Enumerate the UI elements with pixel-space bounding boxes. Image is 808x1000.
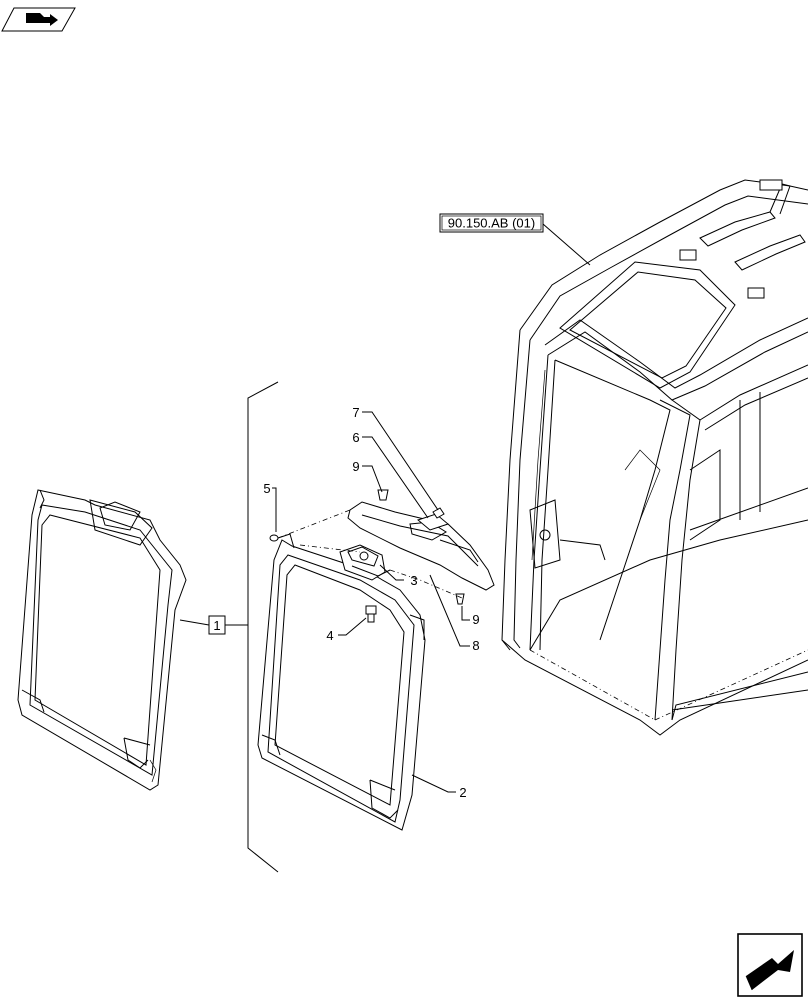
screw-part-9-upper <box>377 489 389 501</box>
door-frame-part-2 <box>257 533 426 831</box>
door-assembly <box>17 489 187 791</box>
callout-4: 4 <box>326 628 333 643</box>
reference-callout[interactable]: 90.150.AB (01) <box>439 213 544 233</box>
latch-part-3 <box>339 544 391 581</box>
next-page-arrow-icon[interactable] <box>737 933 803 997</box>
screw-part-9-lower <box>455 593 465 605</box>
group-bracket: 1 <box>179 381 279 873</box>
bolt-part-4 <box>365 605 377 623</box>
callout-9-lower: 9 <box>472 612 479 627</box>
nut-part-5 <box>269 534 279 542</box>
cab-frame <box>501 179 808 736</box>
callout-6: 6 <box>352 430 359 445</box>
callout-5: 5 <box>263 481 270 496</box>
callout-leaders <box>272 411 470 793</box>
callout-9-upper: 9 <box>352 459 359 474</box>
group-label: 1 <box>213 618 220 633</box>
callout-2: 2 <box>459 785 466 800</box>
callout-8: 8 <box>472 638 479 653</box>
callout-3: 3 <box>410 573 417 588</box>
book-arrow-icon[interactable] <box>1 7 76 32</box>
callout-7: 7 <box>352 405 359 420</box>
reference-label: 90.150.AB (01) <box>448 216 535 231</box>
rod-part-6 <box>416 513 450 531</box>
